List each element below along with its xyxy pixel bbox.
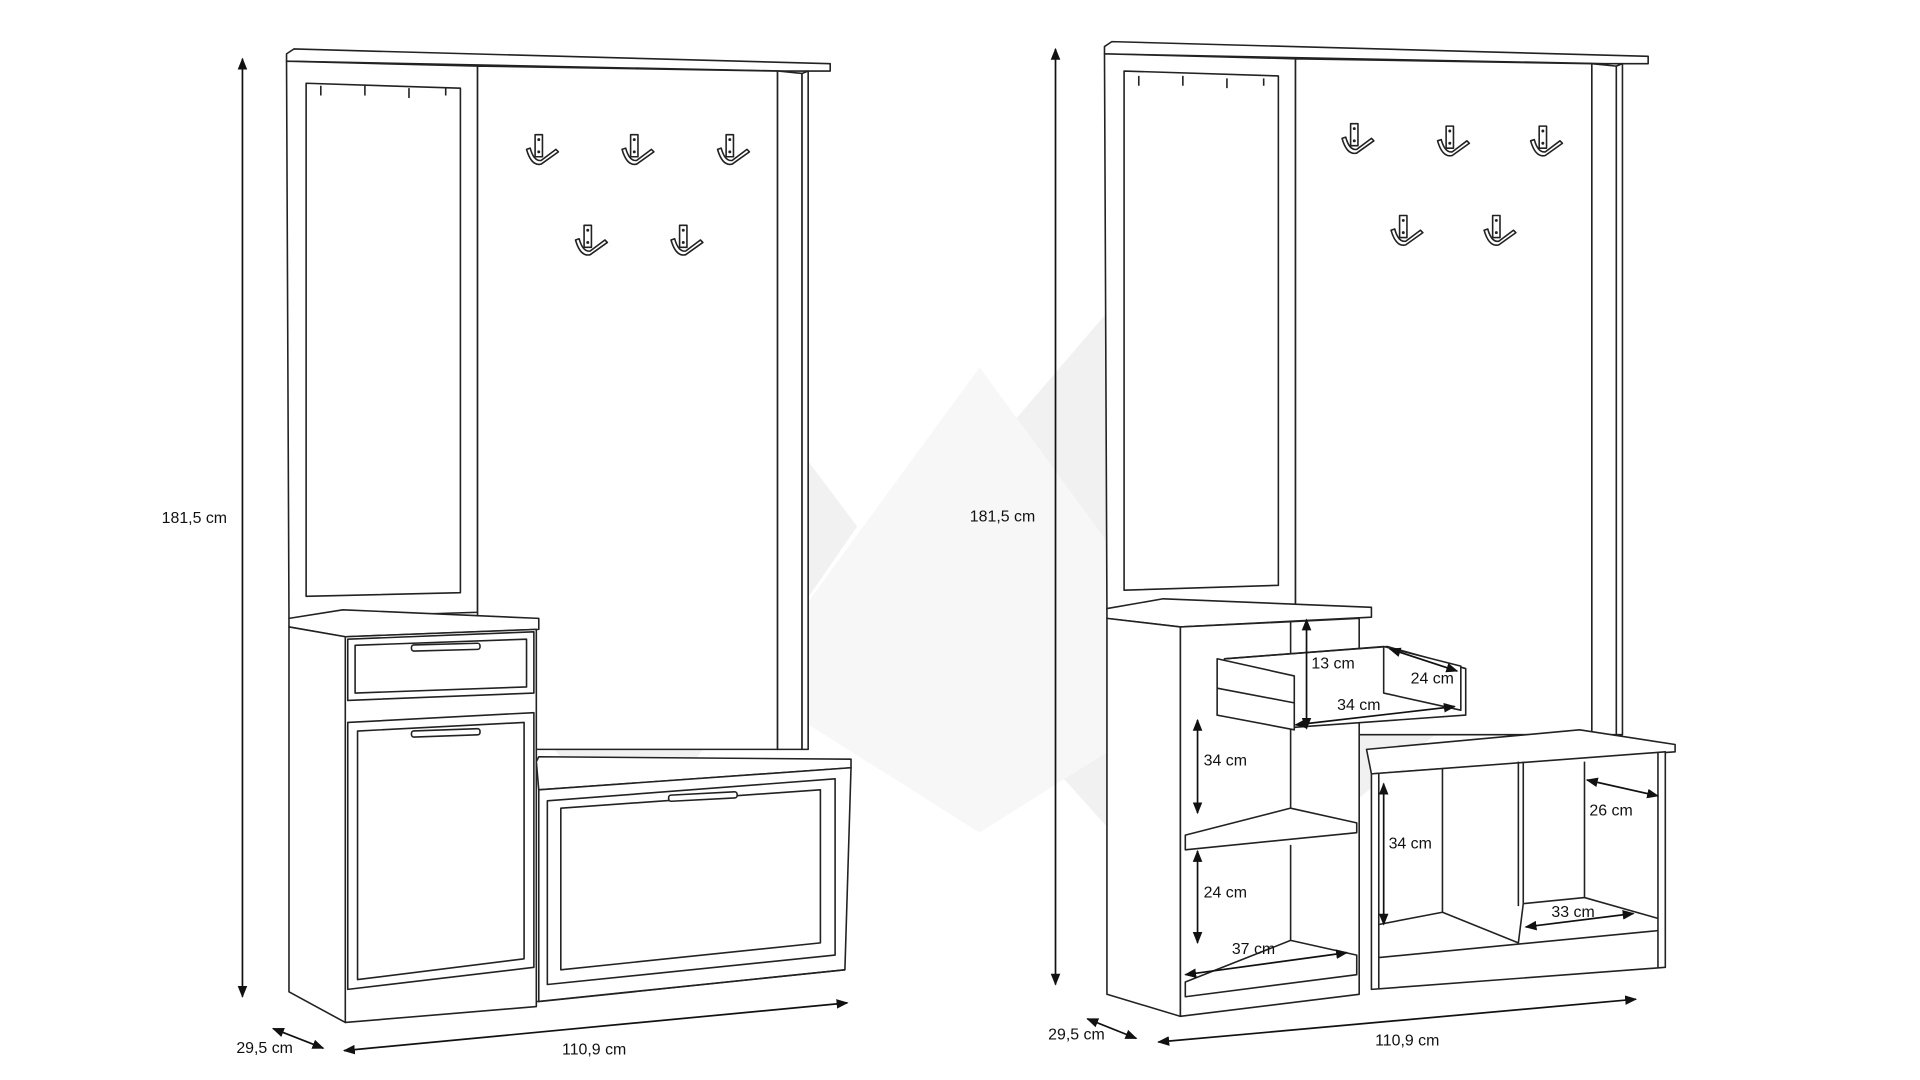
- right-unit-open: [1103, 40, 1676, 1018]
- left-dimensions: 181,5 cm 29,5 cm 110,9 cm: [162, 57, 849, 1058]
- bench-height-label: 34 cm: [1389, 836, 1432, 853]
- depth-label: 29,5 cm: [1048, 1027, 1105, 1044]
- shelf: [1184, 807, 1358, 851]
- upper-shelf-height-label: 34 cm: [1204, 752, 1247, 769]
- mirror: [305, 82, 462, 598]
- height-label: 181,5 cm: [970, 509, 1035, 526]
- width-label: 110,9 cm: [562, 1041, 626, 1058]
- bench-depth-label: 26 cm: [1589, 803, 1632, 820]
- left-unit-closed: [285, 48, 852, 1024]
- bench-compartment-width-label: 33 cm: [1551, 904, 1594, 921]
- mirror: [1123, 70, 1280, 592]
- width-label: 110,9 cm: [1375, 1033, 1439, 1050]
- door: [346, 711, 535, 991]
- shelf-width-label: 37 cm: [1232, 941, 1275, 958]
- drawer-front: [346, 631, 535, 702]
- drawer-depth-label: 24 cm: [1411, 670, 1454, 687]
- depth-label: 29,5 cm: [236, 1040, 293, 1057]
- lower-shelf-height-label: 24 cm: [1204, 885, 1247, 902]
- right-dimensions: 181,5 cm 29,5 cm 110,9 cm 13 cm 24 cm 34…: [970, 47, 1660, 1050]
- height-label: 181,5 cm: [162, 510, 227, 527]
- drawer-width-label: 34 cm: [1337, 697, 1380, 714]
- drawer-height-label: 13 cm: [1311, 656, 1354, 673]
